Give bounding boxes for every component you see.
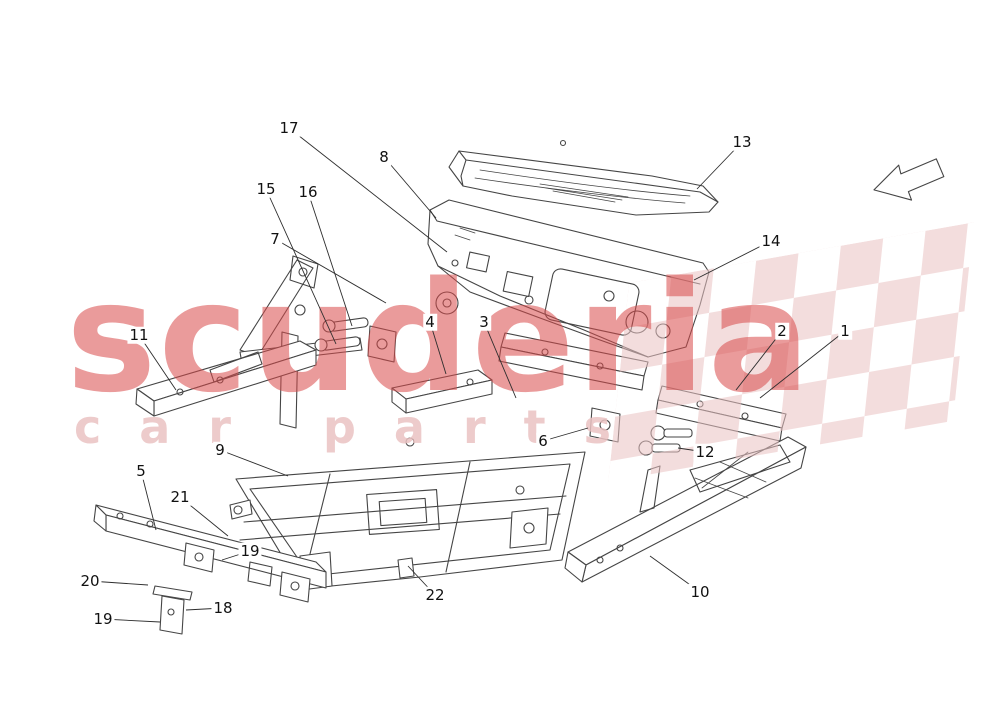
part-cowl-panel bbox=[448, 139, 719, 216]
part-bolts-12 bbox=[638, 425, 693, 456]
part-bracket-7 bbox=[367, 325, 397, 363]
part-washer bbox=[435, 291, 459, 315]
part-firewall-panel bbox=[427, 199, 710, 358]
part-beam-4 bbox=[391, 369, 493, 414]
part-right-frame-rail bbox=[564, 436, 807, 583]
direction-arrow-icon bbox=[873, 158, 945, 201]
part-bracket-6 bbox=[589, 407, 621, 443]
